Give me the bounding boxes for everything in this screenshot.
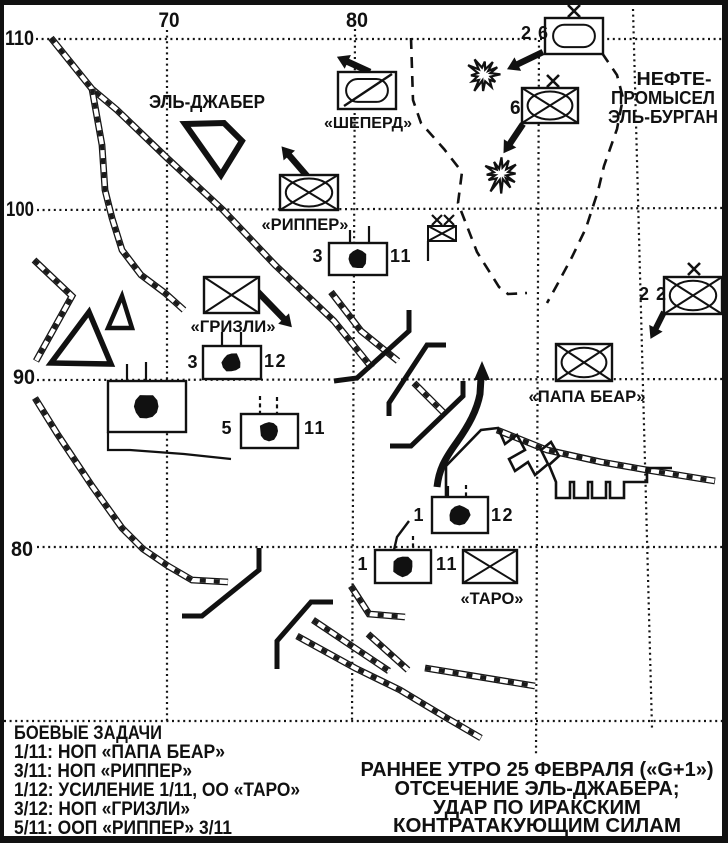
svg-text:11: 11 (390, 246, 412, 266)
svg-text:5: 5 (221, 418, 233, 438)
svg-text:6: 6 (510, 98, 521, 119)
svg-text:3/12: НОП «ГРИЗЛИ»: 3/12: НОП «ГРИЗЛИ» (14, 799, 190, 820)
svg-text:«РИППЕР»: «РИППЕР» (262, 215, 349, 234)
svg-text:УДАР ПО ИРАКСКИМ: УДАР ПО ИРАКСКИМ (433, 797, 641, 819)
svg-text:11: 11 (304, 418, 326, 438)
svg-text:ЭЛЬ-ДЖАБЕР: ЭЛЬ-ДЖАБЕР (149, 92, 265, 112)
svg-text:80: 80 (346, 9, 368, 32)
svg-text:3: 3 (187, 352, 199, 372)
svg-text:70: 70 (159, 9, 180, 32)
svg-text:2 6: 2 6 (521, 23, 549, 43)
svg-text:НЕФТЕ-: НЕФТЕ- (637, 69, 712, 89)
svg-text:«ГРИЗЛИ»: «ГРИЗЛИ» (191, 317, 276, 336)
svg-text:1/12: УСИЛЕНИЕ 1/11, ОО «ТАРО»: 1/12: УСИЛЕНИЕ 1/11, ОО «ТАРО» (14, 780, 300, 801)
svg-text:2 2: 2 2 (639, 284, 667, 304)
svg-text:3: 3 (312, 246, 324, 266)
svg-text:5/11: ООП «РИППЕР» 3/11: 5/11: ООП «РИППЕР» 3/11 (14, 818, 232, 839)
svg-text:90: 90 (13, 366, 35, 389)
svg-text:12: 12 (491, 505, 514, 525)
svg-text:ОТСЕЧЕНИЕ ЭЛЬ-ДЖАБЕРА;: ОТСЕЧЕНИЕ ЭЛЬ-ДЖАБЕРА; (395, 778, 680, 800)
svg-text:11: 11 (436, 554, 458, 574)
svg-text:100: 100 (6, 198, 34, 221)
svg-text:1/11: НОП «ПАПА БЕАР»: 1/11: НОП «ПАПА БЕАР» (14, 742, 225, 763)
svg-text:12: 12 (264, 351, 287, 371)
svg-text:110: 110 (5, 27, 34, 50)
svg-text:1: 1 (413, 505, 425, 525)
svg-text:«ПАПА БЕАР»: «ПАПА БЕАР» (529, 387, 646, 406)
svg-text:РАННЕЕ УТРО 25 ФЕВРАЛЯ («G+1»: РАННЕЕ УТРО 25 ФЕВРАЛЯ («G+1») (361, 759, 714, 781)
svg-text:«ШЕПЕРД»: «ШЕПЕРД» (324, 115, 412, 132)
svg-text:1: 1 (357, 554, 369, 574)
svg-text:3/11: НОП «РИППЕР»: 3/11: НОП «РИППЕР» (14, 761, 192, 782)
svg-text:80: 80 (11, 538, 33, 561)
svg-text:КОНТРАТАКУЮЩИМ СИЛАМ: КОНТРАТАКУЮЩИМ СИЛАМ (393, 815, 681, 837)
svg-text:БОЕВЫЕ ЗАДАЧИ: БОЕВЫЕ ЗАДАЧИ (14, 723, 162, 744)
svg-text:«ТАРО»: «ТАРО» (461, 589, 524, 608)
svg-text:ПРОМЫСЕЛ: ПРОМЫСЕЛ (611, 88, 715, 108)
svg-text:ЭЛЬ-БУРГАН: ЭЛЬ-БУРГАН (608, 107, 718, 127)
